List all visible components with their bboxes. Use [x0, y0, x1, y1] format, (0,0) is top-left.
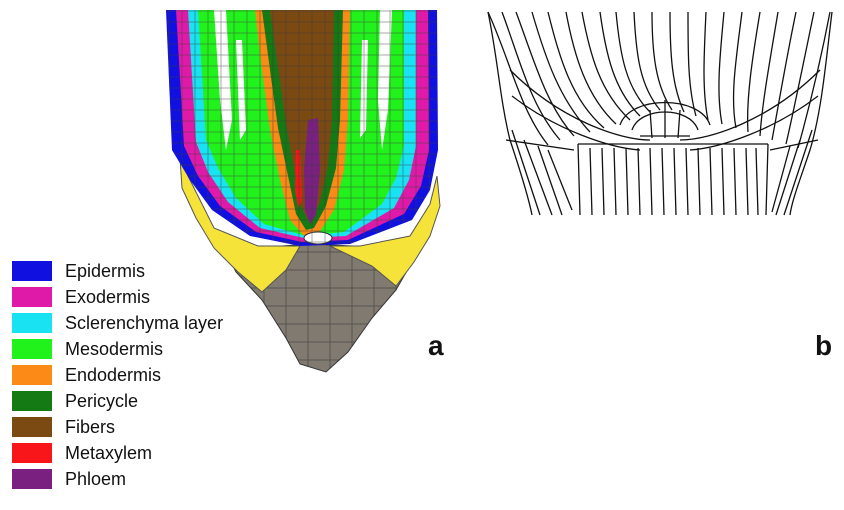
legend-label: Sclerenchyma layer	[65, 313, 223, 333]
legend-item: Metaxylem	[12, 440, 223, 466]
legend-label: Phloem	[65, 469, 126, 489]
legend-swatch	[12, 287, 52, 307]
legend-label: Mesodermis	[65, 339, 163, 359]
legend-label: Pericycle	[65, 391, 138, 411]
legend-label: Metaxylem	[65, 443, 152, 463]
legend-item: Exodermis	[12, 284, 223, 310]
legend-label: Fibers	[65, 417, 115, 437]
legend-label: Exodermis	[65, 287, 150, 307]
legend-item: Fibers	[12, 414, 223, 440]
legend-swatch	[12, 365, 52, 385]
panel-label-a: a	[428, 330, 444, 362]
panel-label-b: b	[815, 330, 832, 362]
legend-item: Phloem	[12, 466, 223, 492]
legend-swatch	[12, 391, 52, 411]
legend-item: Epidermis	[12, 258, 223, 284]
legend-swatch	[12, 261, 52, 281]
legend-item: Pericycle	[12, 388, 223, 414]
legend-item: Sclerenchyma layer	[12, 310, 223, 336]
legend-swatch	[12, 313, 52, 333]
panel-b-line-drawing	[488, 12, 832, 215]
legend-item: Endodermis	[12, 362, 223, 388]
legend-label: Endodermis	[65, 365, 161, 385]
legend-swatch	[12, 469, 52, 489]
legend: Epidermis Exodermis Sclerenchyma layer M…	[12, 258, 223, 492]
legend-label: Epidermis	[65, 261, 145, 281]
legend-swatch	[12, 339, 52, 359]
legend-swatch	[12, 417, 52, 437]
legend-swatch	[12, 443, 52, 463]
legend-item: Mesodermis	[12, 336, 223, 362]
